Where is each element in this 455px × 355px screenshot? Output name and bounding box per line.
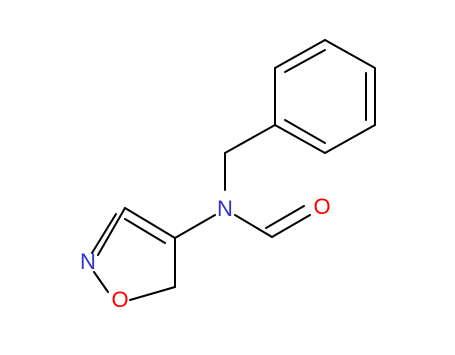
bond-benzene-double-3	[284, 119, 326, 144]
isoxazole-ring	[91, 207, 176, 301]
bond-benzene-double-1	[284, 49, 326, 73]
bond-c4-c3-inner	[124, 218, 166, 244]
formyl-group	[234, 205, 311, 238]
bond-benzene-1	[274, 39, 326, 69]
bond-ring-to-ch2	[224, 124, 276, 154]
bond-benzene-5	[274, 124, 326, 154]
bond-n-to-isoxazole	[174, 214, 216, 239]
atom-label-ring-o: O	[111, 287, 128, 312]
atom-label-ring-n: N	[80, 249, 96, 274]
benzyl-chain	[224, 124, 276, 191]
bond-c-o-double-b	[265, 205, 305, 229]
bond-n-o	[93, 271, 109, 293]
bond-benzene-4	[324, 124, 376, 154]
bond-c-o-double-a	[271, 214, 311, 238]
atom-label-carbonyl-o: O	[313, 194, 330, 219]
bond-c4-c3	[124, 207, 176, 239]
bond-benzene-2	[324, 39, 376, 69]
bond-c3-n	[97, 207, 126, 256]
bond-o-c5	[129, 286, 176, 301]
bond-c3-n-double	[91, 213, 117, 254]
atom-label-amine-n: N	[217, 196, 233, 221]
benzene-ring	[274, 39, 376, 154]
bond-n-to-cho	[234, 214, 273, 238]
